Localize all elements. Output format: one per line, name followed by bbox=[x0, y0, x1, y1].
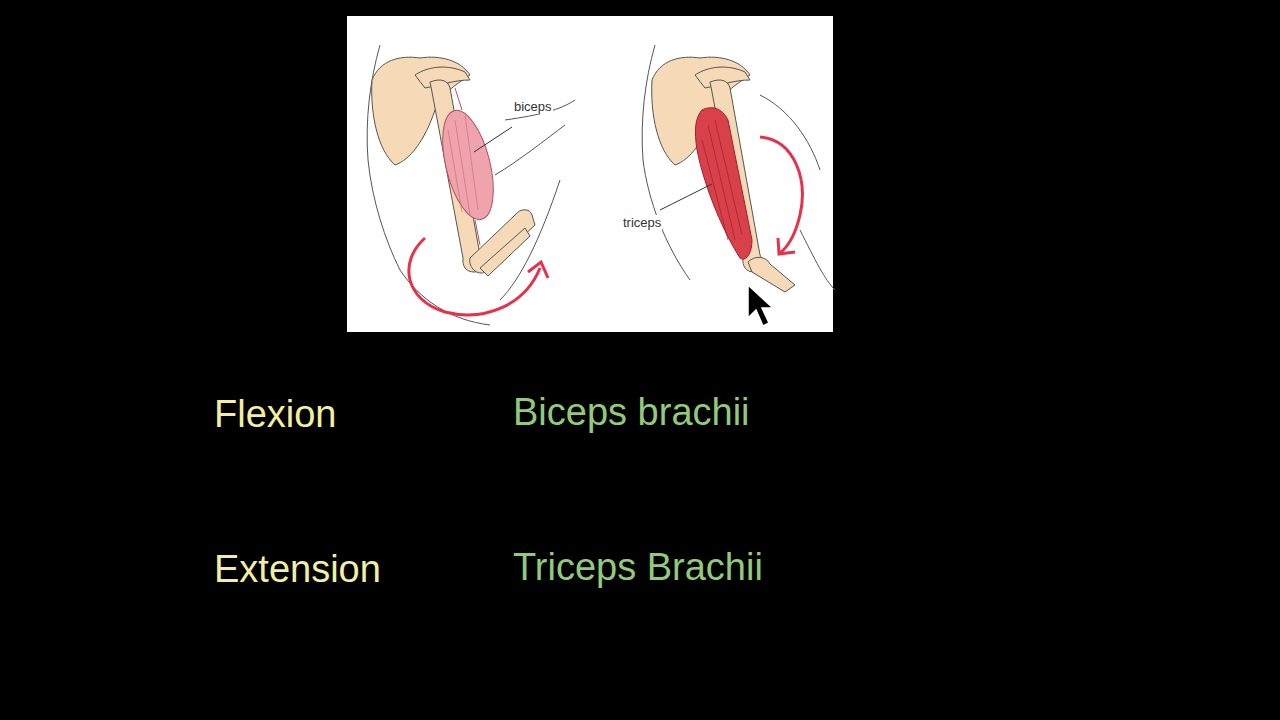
leader-line bbox=[660, 184, 712, 210]
leader-line bbox=[474, 127, 512, 152]
part-label: biceps bbox=[513, 99, 553, 114]
extension-arrow bbox=[760, 137, 802, 253]
extended-arm bbox=[642, 45, 835, 292]
movement-label: Flexion bbox=[214, 393, 337, 436]
flexed-arm bbox=[367, 45, 575, 325]
movement-label: Extension bbox=[214, 548, 381, 591]
muscle-label: Biceps brachii bbox=[513, 391, 750, 434]
part-label: triceps bbox=[622, 215, 662, 230]
muscle-label: Triceps Brachii bbox=[513, 546, 763, 589]
mouse-cursor bbox=[748, 285, 773, 326]
image-panel bbox=[347, 16, 833, 332]
flexion-arrow bbox=[409, 238, 540, 315]
